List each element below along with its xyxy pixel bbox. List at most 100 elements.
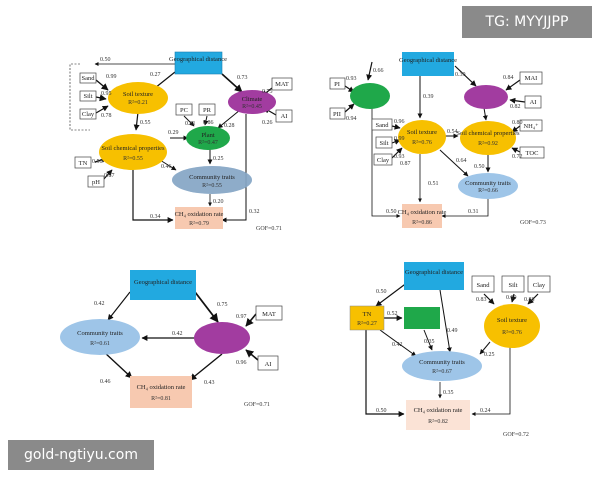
- panel-3-edges: [103, 291, 259, 381]
- panel-1-pc-label: PC: [180, 107, 188, 114]
- panel-4-clay-label: Clay: [533, 282, 546, 289]
- panel-2-gof: GOF=0.73: [520, 220, 546, 226]
- panel-3-coef-5: 0.96: [236, 360, 247, 366]
- panel-4-coef-5: 0.89: [506, 295, 517, 301]
- panel-3-mat-box: [255, 305, 283, 321]
- panel-1-gof: GOF=0.71: [256, 226, 282, 232]
- panel-4-soil-texture-node: [484, 304, 540, 348]
- panel-1-coef-1: 0.50: [100, 57, 111, 63]
- panel-2-coef-1: 0.93: [346, 76, 357, 82]
- edge-soiltex-community: [439, 149, 469, 177]
- panel-2-coef-7: 0.96: [394, 119, 405, 125]
- panel-3-mat-label: MAT: [262, 311, 276, 318]
- edge-clay-soiltex: [527, 293, 539, 305]
- panel-2-silt-label: Silt: [379, 140, 388, 147]
- panel-1-coef-2: 0.27: [150, 72, 161, 78]
- edge-scp-community: [159, 159, 177, 171]
- edge-geo-community: [439, 289, 452, 353]
- panel-1-coef-10: 0.86: [203, 120, 214, 126]
- panel-4-tn-label: TN: [363, 311, 372, 318]
- panel-1-coef-20: 0.32: [249, 209, 260, 215]
- panel-4-coef-3: 0.49: [447, 328, 458, 334]
- edge-geo-plant: [366, 61, 373, 81]
- watermark-bottom: gold-ngtiyu.com: [8, 440, 154, 470]
- edge-ph-scp: [102, 169, 113, 181]
- panel-1-soil-texture-label: Soil texture: [123, 91, 153, 98]
- panel-4-geo-node: [404, 262, 464, 290]
- panel-2-mai-box: [519, 71, 543, 85]
- panel-1-community-label: Community traits: [189, 174, 235, 181]
- edge-geo-climate: [454, 65, 477, 87]
- edge-tn-ch4: [365, 330, 405, 417]
- panel-1-coef-14: 0.56: [92, 159, 103, 165]
- edge-plant-ch4: [371, 106, 401, 218]
- panel-2-coef-4: 0.39: [423, 94, 434, 100]
- edge-silt-soiltex: [95, 94, 107, 102]
- panel-1: Geographical distance Sand Silt Clay Soi…: [69, 51, 293, 232]
- panel-1-coef-18: 0.20: [213, 199, 224, 205]
- panel-2-scp-label: Soil chemical properties: [456, 130, 520, 137]
- panel-1-coef-12: 0.29: [168, 130, 179, 136]
- panel-2-soil-texture-label: Soil texture: [407, 129, 437, 136]
- panel-1-community-r2: R²=0.55: [202, 183, 222, 189]
- panel-1-soil-texture-node: [108, 82, 168, 114]
- panel-1-scp-label: Soil chemical properties: [101, 145, 165, 152]
- edge-climate-scp: [482, 107, 488, 121]
- panel-2-coef-9: 0.93: [394, 154, 405, 160]
- panel-2-coef-15: 0.64: [456, 158, 467, 164]
- panel-2-coef-19: 0.31: [468, 209, 479, 215]
- panel-2-ai-box: [524, 95, 542, 109]
- panel-4-community-r2: R²=0.67: [432, 369, 452, 375]
- panel-1-ch4-label: CH₄ oxidation rate: [175, 211, 224, 218]
- edge-geo-climate: [221, 73, 243, 93]
- panel-4-coef-6: 0.88: [524, 297, 535, 303]
- panel-2-coef-10: 0.87: [400, 161, 411, 167]
- panel-1-plant-label: Plant: [201, 132, 215, 139]
- panel-1-coef-15: 0.87: [104, 173, 115, 179]
- panel-4-sand-box: [471, 275, 495, 293]
- edge-geo-tn: [375, 281, 409, 307]
- panel-2-coef-13: 0.80: [512, 120, 523, 126]
- panel-4-community-node: [402, 351, 482, 381]
- edge-mai-climate: [505, 79, 521, 91]
- panel-4-coef-1: 0.50: [376, 289, 387, 295]
- panel-4: Geographical distance TN R²=0.27 Sand Si…: [349, 262, 551, 438]
- panel-1-ch4-r2: R²=0.79: [189, 221, 209, 227]
- panel-2-silt-box: [375, 136, 393, 149]
- panel-1-scp-node: [99, 134, 167, 170]
- panel-2-coef-2: 0.94: [346, 116, 357, 122]
- panel-2-community-node: [458, 173, 518, 199]
- panel-4-coef-7: 0.42: [392, 342, 403, 348]
- panel-2-mai-label: MAI: [525, 75, 538, 82]
- panel-1-scp-r2: R²=0.55: [123, 156, 143, 162]
- edge-tn-community: [379, 329, 417, 357]
- panel-3-ch4-r2: R²=0.81: [151, 396, 171, 402]
- edge-climate-ch4: [221, 114, 247, 223]
- panel-1-edges: [69, 62, 277, 223]
- panel-2-coef-11: 0.39: [455, 72, 466, 78]
- watermark-top: TG: MYYJJPP: [462, 6, 592, 38]
- panel-2-edges: [344, 61, 526, 218]
- panel-4-gof: GOF=0.72: [503, 432, 529, 438]
- panel-2-ch4-node: [402, 204, 442, 228]
- panel-2-coef-17: 0.51: [428, 181, 439, 187]
- panel-3-ai-label: AI: [265, 361, 272, 368]
- edge-pc-plant: [183, 115, 195, 127]
- panel-2-nh4-box: [519, 119, 543, 132]
- panel-1-plant-r2: R²=0.47: [198, 140, 218, 146]
- panel-1-climate-node: [228, 90, 276, 114]
- panel-4-soil-texture-r2: R²=0.76: [502, 330, 522, 336]
- panel-3-coef-1: 0.42: [94, 301, 105, 307]
- edge-community-ch4: [103, 351, 133, 379]
- panel-1-pc-box: [175, 103, 193, 116]
- panel-4-sand-label: Sand: [477, 282, 491, 289]
- edge-sand-soiltex: [483, 293, 495, 305]
- panel-1-ai-box: [275, 109, 293, 123]
- panel-1-coef-13: 0.55: [140, 120, 151, 126]
- panel-2-geo-label: Geographical distance: [399, 57, 457, 64]
- panel-1-silt-label: Silt: [83, 93, 92, 100]
- panel-2-coef-3: 0.66: [373, 68, 384, 74]
- edge-outer-loop: [69, 63, 90, 131]
- panel-3-coef-2: 0.75: [217, 302, 228, 308]
